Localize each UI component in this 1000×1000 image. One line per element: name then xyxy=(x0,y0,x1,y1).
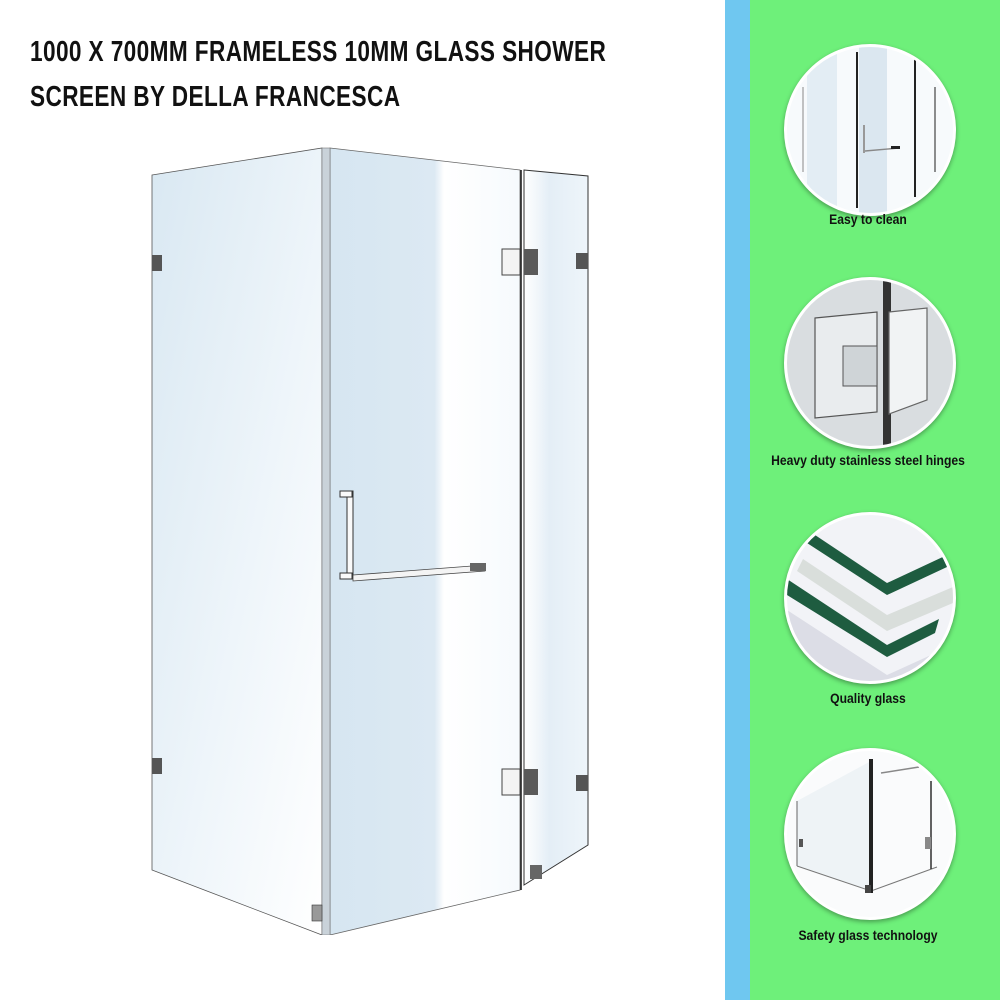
feature-label: Heavy duty stainless steel hinges xyxy=(771,453,965,468)
hinge-icon xyxy=(784,277,956,449)
title-line-2: SCREEN BY DELLA FRANCESCA xyxy=(30,81,401,113)
glass-door-closeup-icon xyxy=(784,44,956,216)
features-panel: Easy to clean Heavy duty stainless steel… xyxy=(750,0,1000,1000)
product-title: 1000 X 700MM FRAMELESS 10MM GLASS SHOWER… xyxy=(30,30,607,120)
product-image-area: 1000 X 700MM FRAMELESS 10MM GLASS SHOWER… xyxy=(30,30,607,936)
feature-label: Safety glass technology xyxy=(798,928,938,943)
shower-corner-icon xyxy=(784,748,956,920)
title-line-1: 1000 X 700MM FRAMELESS 10MM GLASS SHOWER xyxy=(30,36,607,68)
accent-strip xyxy=(725,0,750,1000)
glass-layers-icon xyxy=(784,512,956,684)
feature-label: Quality glass xyxy=(830,691,906,706)
shower-screen-illustration xyxy=(140,145,600,936)
feature-label: Easy to clean xyxy=(829,212,907,227)
